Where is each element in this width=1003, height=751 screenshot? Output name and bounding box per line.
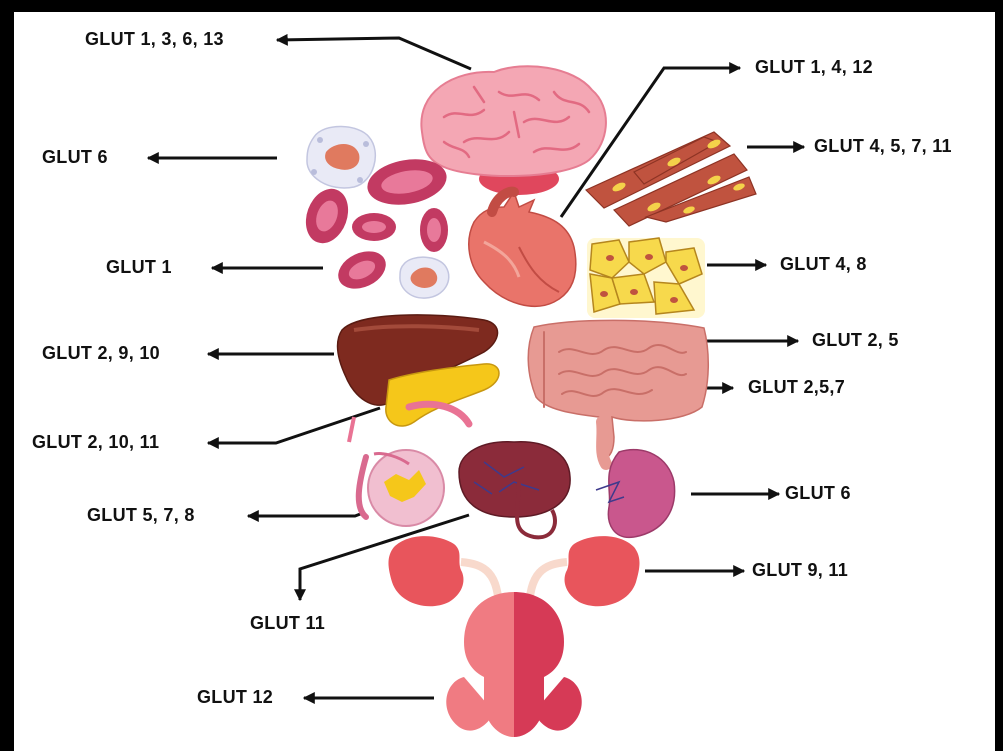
heart-illustration	[469, 192, 576, 307]
brain-illustration	[421, 66, 606, 195]
testis-illustration	[359, 450, 444, 526]
label-skeletal-muscle: GLUT 4, 5, 7, 11	[814, 136, 952, 157]
label-white-blood-cells: GLUT 6	[42, 147, 108, 168]
label-liver: GLUT 2, 9, 10	[42, 343, 160, 364]
glut-distribution-illustration	[14, 12, 995, 751]
label-adipose: GLUT 4, 8	[780, 254, 867, 275]
label-large-intestine: GLUT 2, 5	[812, 330, 899, 351]
label-heart: GLUT 1, 4, 12	[755, 57, 873, 78]
label-spleen: GLUT 6	[785, 483, 851, 504]
label-prostate: GLUT 12	[197, 687, 273, 708]
label-red-blood-cells: GLUT 1	[106, 257, 172, 278]
adipose-tissue-illustration	[587, 238, 705, 318]
arrow-brain	[277, 38, 471, 69]
arrow-testis	[248, 513, 363, 516]
intestine-illustration	[528, 320, 708, 464]
label-pancreas: GLUT 2, 10, 11	[32, 432, 159, 453]
diagram-frame: GLUT 1, 3, 6, 13 GLUT 1, 4, 12 GLUT 6 GL…	[14, 12, 995, 751]
label-small-intestine: GLUT 2,5,7	[748, 377, 845, 398]
label-placenta: GLUT 11	[250, 613, 325, 634]
label-testis: GLUT 5, 7, 8	[87, 505, 195, 526]
bladder-prostate-illustration	[446, 592, 581, 751]
placenta-illustration	[459, 442, 570, 538]
label-kidney: GLUT 9, 11	[752, 560, 848, 581]
label-brain: GLUT 1, 3, 6, 13	[85, 29, 224, 50]
